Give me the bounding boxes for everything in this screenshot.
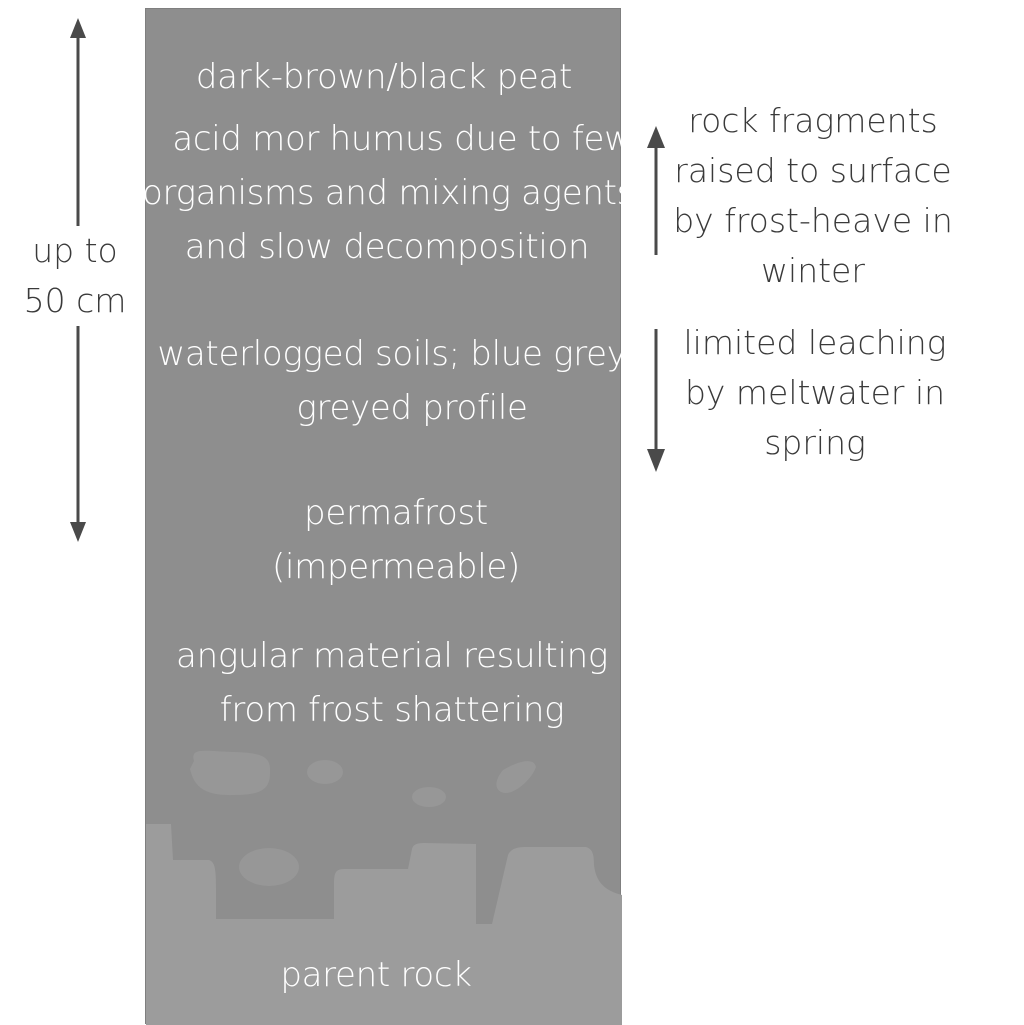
frost-heave-line-2: raised to surface [674,151,952,190]
stone-3 [412,787,446,807]
depth-arrow-down [70,326,86,542]
layer-angular-line-2: from frost shattering [219,690,565,730]
layer-gley: waterlogged soils; blue grey greyed prof… [146,327,638,435]
leaching-line-2: by meltwater in [684,373,946,412]
layer-permafrost: permafrost (impermeable) [146,486,646,594]
leaching-arrow [647,329,665,472]
layer-peat-line: dark-brown/black peat [195,57,573,97]
layer-gley-line-1: waterlogged soils; blue grey [157,334,627,374]
parent-rock [146,824,622,1025]
layer-permafrost-line-1: permafrost [304,493,488,533]
arrow-head-up-icon [647,126,665,148]
layer-humus-line-3: and slow decomposition [184,227,590,267]
leaching-line-3: spring [764,423,866,462]
depth-label-line1: up to [32,231,118,270]
frost-heave-annotation: rock fragments raised to surface by fros… [668,96,958,296]
rock-fragments [146,750,622,1025]
layer-parent-rock: parent rock [146,948,606,1002]
stone-5 [239,848,299,886]
layer-angular-line-1: angular material resulting [176,636,608,676]
layer-peat: dark-brown/black peat [146,50,622,104]
depth-label: up to 50 cm [20,226,130,326]
depth-label-line2: 50 cm [23,281,127,320]
frost-heave-arrow [647,126,665,255]
leaching-line-1: limited leaching [683,323,947,362]
layer-angular: angular material resulting from frost sh… [146,629,638,737]
layer-humus-line-1: acid mor humus due to few [172,119,632,159]
arrow-head-down-icon [647,449,665,472]
frost-heave-line-4: winter [761,251,865,290]
layer-parent-rock-line: parent rock [280,955,472,995]
depth-arrow-up [70,18,86,226]
arrow-head-down-icon [70,522,86,542]
layer-permafrost-line-2: (impermeable) [272,547,520,587]
stone-2 [307,760,343,784]
layer-humus: acid mor humus due to few organisms and … [142,112,645,274]
stone-1 [190,750,271,796]
layer-gley-line-2: greyed profile [296,388,528,428]
leaching-annotation: limited leaching by meltwater in spring [670,318,960,468]
soil-profile: dark-brown/black peat acid mor humus due… [142,8,645,1025]
stone-4 [496,761,536,793]
frost-heave-line-1: rock fragments [688,101,938,140]
layer-humus-line-2: organisms and mixing agents, [142,173,645,213]
arrow-head-up-icon [70,18,86,38]
frost-heave-line-3: by frost-heave in [673,201,953,240]
